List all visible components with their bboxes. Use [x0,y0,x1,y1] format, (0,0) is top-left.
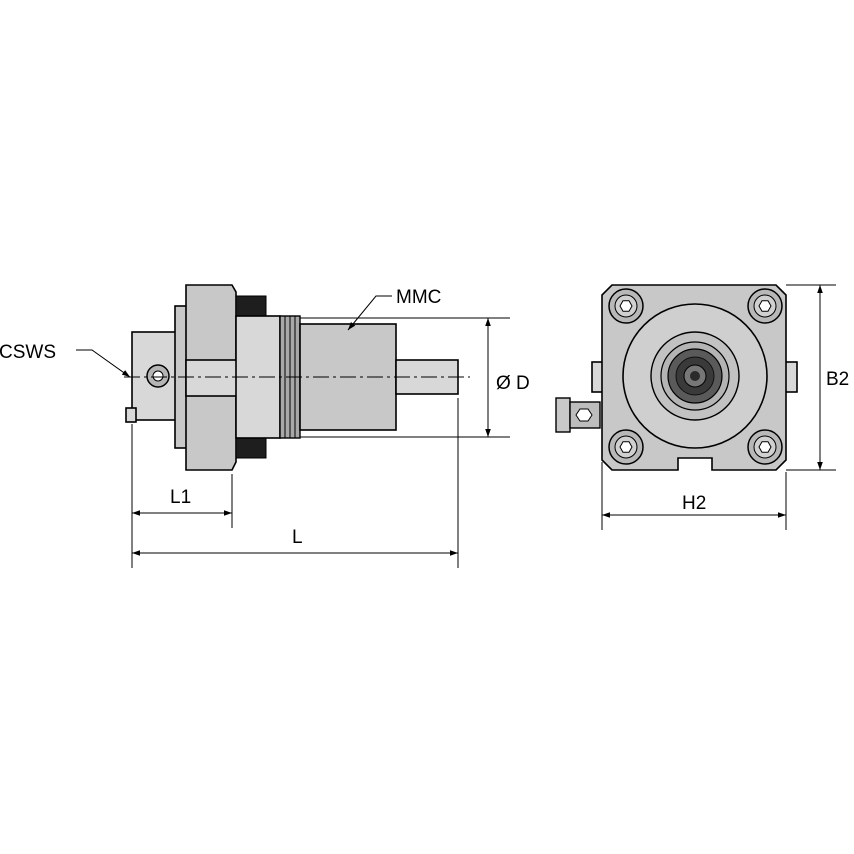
side-view [124,284,470,471]
clamp-ring-top [235,295,267,317]
key-slot [185,359,244,397]
csws-label: CSWS [0,342,56,363]
l1-label: L1 [170,487,191,508]
bolt-bottom-left [608,429,644,465]
mmc-label: MMC [396,287,441,308]
b2-label: B2 [826,369,849,390]
h2-label: H2 [682,493,706,514]
l-label: L [292,527,303,548]
coolant-fitting [555,397,601,433]
bolt-top-right [747,288,783,324]
mmc-leader [347,295,392,331]
csws-leader [76,349,131,378]
rear-shank-tab [125,407,137,423]
clamp-ring-bottom [235,437,267,459]
bolt-top-left [608,288,644,324]
front-view [555,284,798,471]
bolt-bottom-right [747,429,783,465]
diameter-label: Ø D [496,373,530,394]
